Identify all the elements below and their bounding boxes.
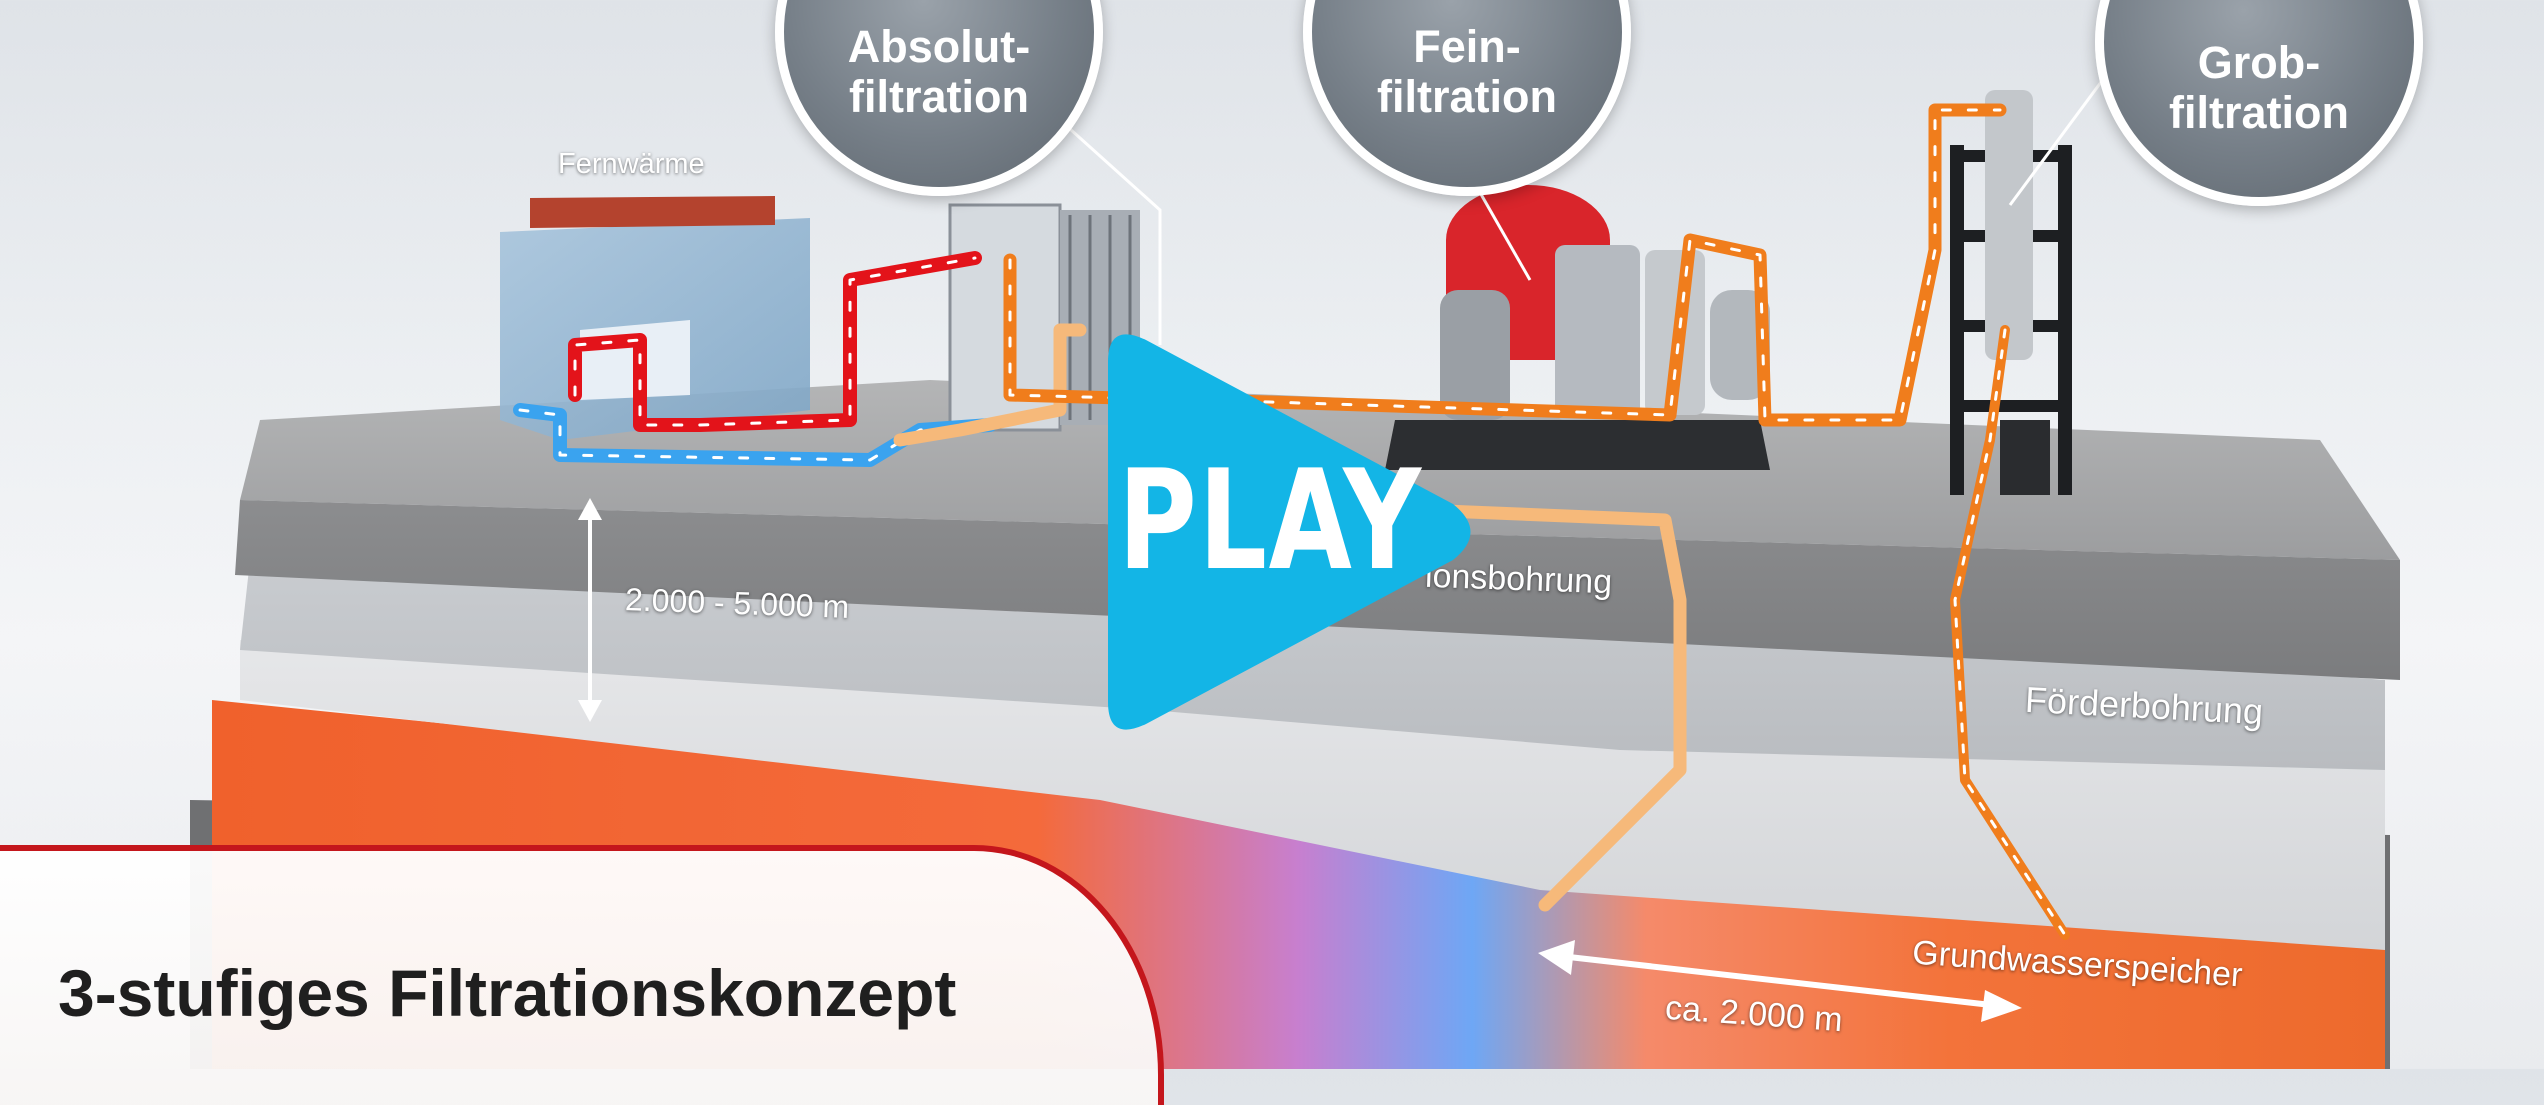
bubble-grob-text: Grob- filtration	[2169, 36, 2349, 138]
pipe-light-down	[1413, 503, 1687, 912]
label-depth: 2.000 - 5.000 m	[624, 581, 850, 625]
play-triangle-icon	[1108, 334, 1471, 730]
caption-bar	[0, 845, 1164, 1105]
depth-arrow	[578, 498, 602, 722]
label-fernwaerme: Fernwärme	[558, 148, 705, 180]
pipe-orange-dash	[1008, 108, 2002, 422]
caption-title: 3-stufiges Filtrationskonzept	[58, 956, 957, 1030]
pipe-hot-dash	[573, 256, 977, 427]
bubble-absolut-text: Absolut- filtration	[847, 20, 1031, 122]
fine-filtration-station	[1385, 185, 1770, 470]
coarse-filtration-tower	[1950, 90, 2072, 495]
play-button[interactable]	[1068, 322, 1478, 742]
district-heating-building	[500, 196, 810, 440]
gravel-layer	[240, 560, 2385, 770]
bubble-fein-text: Fein- filtration	[1377, 20, 1557, 122]
distance-arrow	[1538, 940, 2022, 1022]
pipe-orange-down-dash	[1953, 328, 2067, 937]
pipe-cold-dash	[518, 408, 992, 462]
sand-layer	[240, 640, 2385, 950]
pipe-light	[893, 323, 1087, 447]
